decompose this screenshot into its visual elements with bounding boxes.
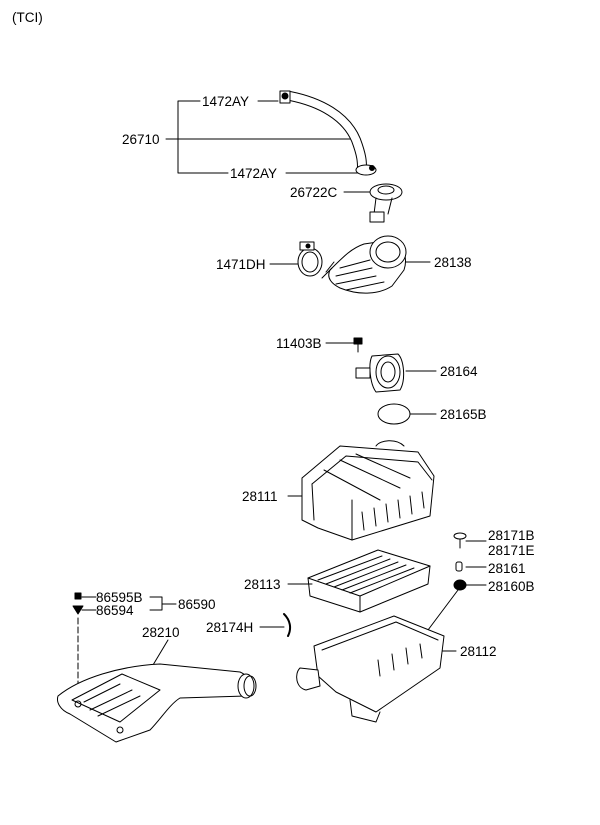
intake-hose-28138	[321, 235, 407, 294]
label-26722c: 26722C	[290, 185, 338, 200]
label-26710: 26710	[122, 132, 160, 147]
label-28171b: 28171B	[488, 528, 535, 543]
label-28210: 28210	[142, 625, 180, 640]
label-28171e: 28171E	[488, 543, 535, 558]
label-28161: 28161	[488, 561, 526, 576]
upper-housing-28111	[301, 440, 435, 541]
variant-note: (TCI)	[12, 10, 43, 25]
fasteners	[72, 592, 84, 615]
label-28160b: 28160B	[488, 579, 535, 594]
clamp-1471dh	[297, 241, 323, 277]
label-28165b: 28165B	[440, 407, 487, 422]
lower-housing-28112	[296, 615, 445, 723]
seal-28165b	[377, 403, 411, 425]
bolt-11403b	[353, 337, 363, 353]
label-28113: 28113	[244, 577, 281, 592]
label-28164: 28164	[440, 364, 478, 379]
label-28138: 28138	[434, 255, 472, 270]
sensor-28164	[355, 353, 405, 393]
label-28174h: 28174H	[206, 620, 254, 635]
label-86595b: 86595B	[96, 590, 143, 605]
hose-26710	[279, 90, 377, 176]
label-1471dh: 1471DH	[216, 257, 266, 272]
filter-28113	[307, 549, 431, 613]
small-parts	[453, 532, 467, 591]
label-28111: 28111	[242, 489, 278, 504]
label-86594: 86594	[96, 603, 134, 618]
label-11403b: 11403B	[276, 336, 322, 351]
label-86590: 86590	[178, 597, 216, 612]
label-1472ay-bottom: 1472AY	[230, 166, 278, 181]
fitting-26722c	[369, 183, 403, 223]
duct-28210	[57, 663, 257, 743]
clip-28174h	[283, 613, 292, 637]
label-28112: 28112	[460, 644, 497, 659]
label-1472ay-top: 1472AY	[202, 94, 250, 109]
leader-lines	[77, 100, 487, 701]
